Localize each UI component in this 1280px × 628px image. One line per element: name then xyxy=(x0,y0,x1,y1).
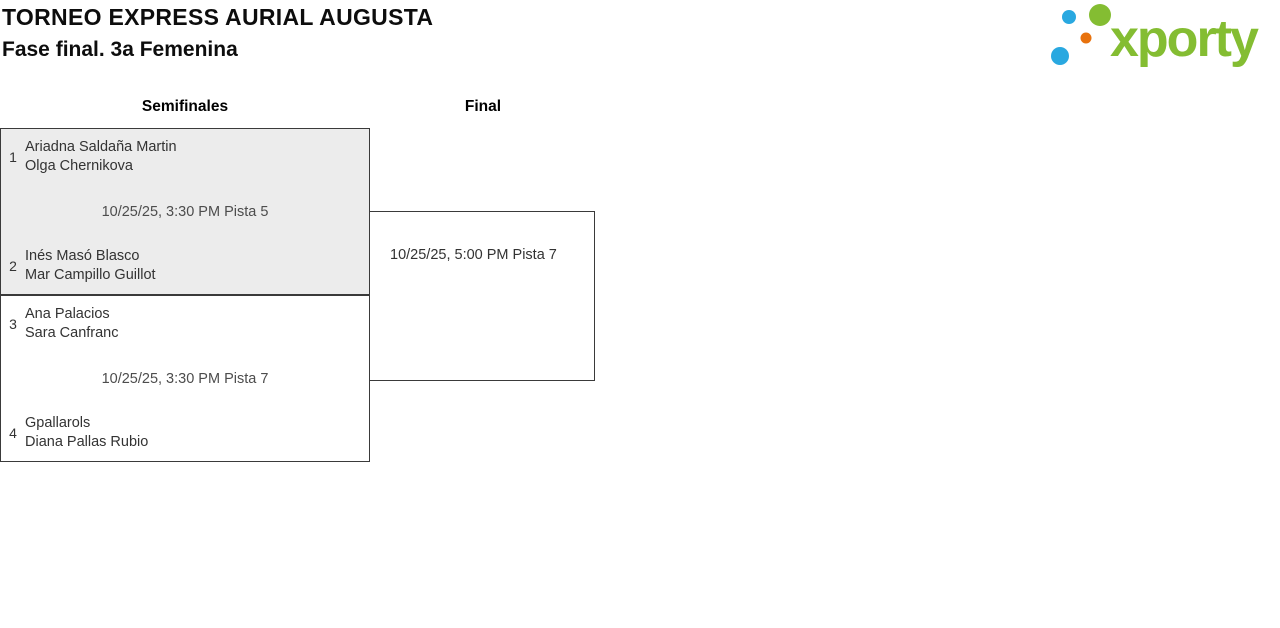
xporty-logo: xporty xyxy=(1051,4,1261,67)
team-names: Ana Palacios Sara Canfranc xyxy=(25,305,119,343)
column-header-final: Final xyxy=(464,98,502,115)
player-name: Sara Canfranc xyxy=(25,325,119,341)
match-datetime-court: 10/25/25, 5:00 PM Pista 7 xyxy=(390,247,557,263)
team-row: 3 Ana Palacios Sara Canfranc xyxy=(1,305,369,343)
logo-dots-icon xyxy=(1051,4,1111,65)
team-names: Gpallarols Diana Pallas Rubio xyxy=(25,414,148,452)
logo-wordmark: xporty xyxy=(1110,10,1259,67)
player-name: Mar Campillo Guillot xyxy=(25,267,156,283)
team-row: 2 Inés Masó Blasco Mar Campillo Guillot xyxy=(1,247,369,285)
page-subtitle: Fase final. 3a Femenina xyxy=(2,38,238,61)
semifinal-1-match-card[interactable]: 1 Ariadna Saldaña Martin Olga Chernikova… xyxy=(0,128,370,295)
player-name: Ariadna Saldaña Martin xyxy=(25,139,177,155)
seed-number: 1 xyxy=(9,149,17,165)
team-names: Ariadna Saldaña Martin Olga Chernikova xyxy=(25,138,177,176)
player-name: Gpallarols xyxy=(25,415,91,431)
player-name: Diana Pallas Rubio xyxy=(25,434,149,450)
column-header-semifinals: Semifinales xyxy=(141,98,229,115)
match-datetime-court: 10/25/25, 3:30 PM Pista 5 xyxy=(101,203,269,220)
player-name: Olga Chernikova xyxy=(25,158,133,174)
match-datetime-court: 10/25/25, 3:30 PM Pista 7 xyxy=(101,370,269,387)
team-row: 4 Gpallarols Diana Pallas Rubio xyxy=(1,414,369,452)
team-row: 1 Ariadna Saldaña Martin Olga Chernikova xyxy=(1,138,369,176)
seed-number: 3 xyxy=(9,316,17,332)
seed-number: 2 xyxy=(9,258,17,274)
page-title: TORNEO EXPRESS AURIAL AUGUSTA xyxy=(2,4,434,30)
player-name: Ana Palacios xyxy=(25,306,110,322)
semifinal-2-match-card[interactable]: 3 Ana Palacios Sara Canfranc 10/25/25, 3… xyxy=(0,295,370,462)
team-names: Inés Masó Blasco Mar Campillo Guillot xyxy=(25,247,156,285)
player-name: Inés Masó Blasco xyxy=(25,248,140,264)
seed-number: 4 xyxy=(9,425,17,441)
final-match-card[interactable]: 10/25/25, 5:00 PM Pista 7 xyxy=(369,211,595,381)
